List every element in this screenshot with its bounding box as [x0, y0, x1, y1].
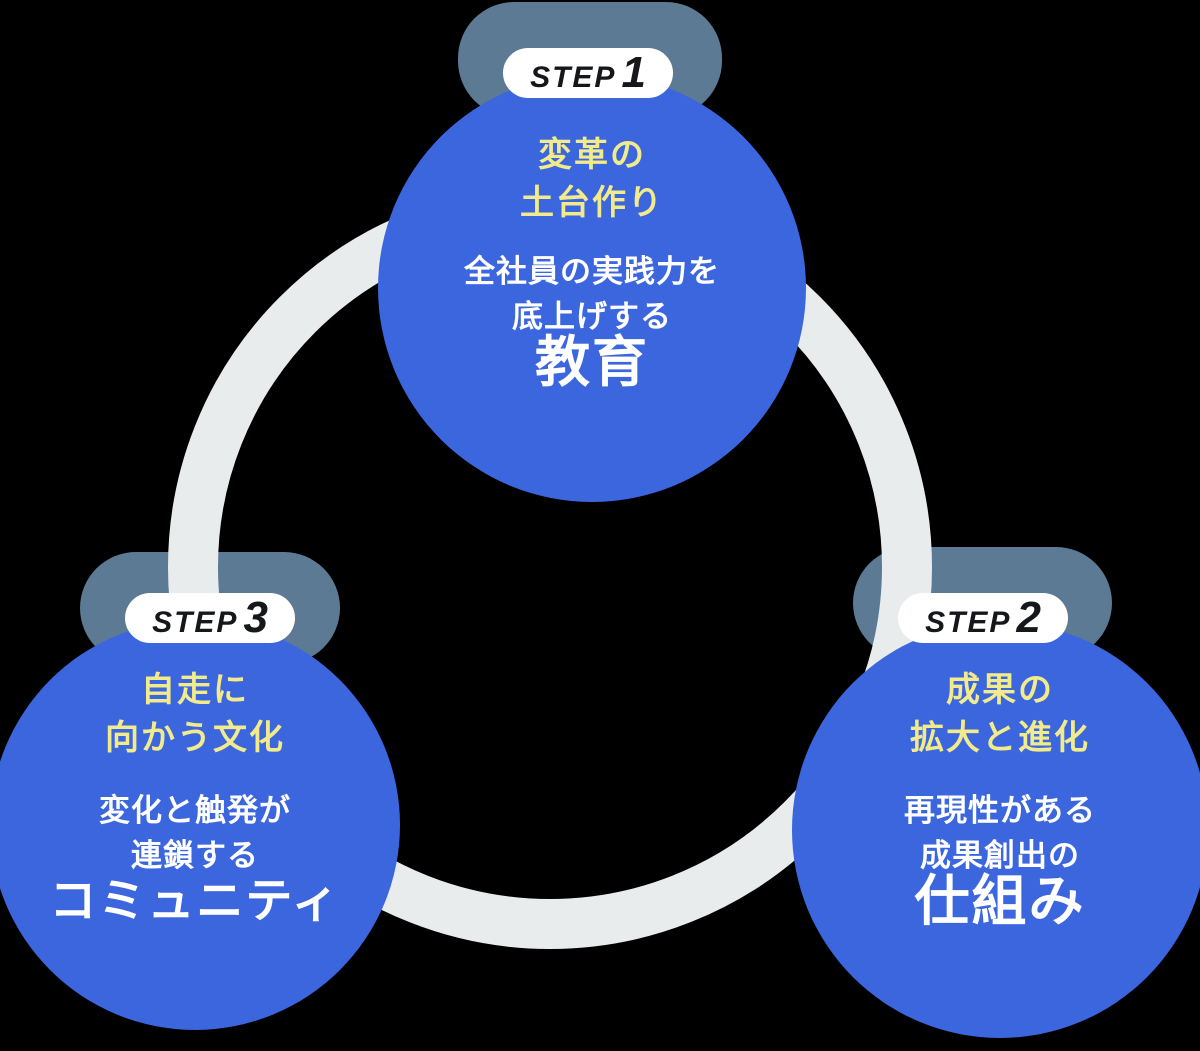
step2-badge: STEP 2: [898, 593, 1068, 643]
step-badge-word: STEP: [925, 606, 1012, 639]
step-badge-number: 2: [1016, 593, 1041, 642]
step3-badge: STEP 3: [125, 593, 295, 643]
step1-keyword: 教育: [534, 331, 649, 393]
step-badge-word: STEP: [152, 606, 239, 639]
step3-description: 変化と触発が 連鎖する: [99, 788, 291, 878]
heading-line: 拡大と進化: [910, 719, 1090, 757]
step2-keyword: 仕組み: [914, 870, 1086, 932]
step3-keyword: コミュニティ: [49, 874, 341, 927]
body-line: 底上げする: [512, 299, 672, 334]
step3-heading: 自走に 向かう文化: [105, 666, 285, 762]
heading-line: 向かう文化: [105, 719, 285, 757]
heading-line: 成果の: [946, 671, 1054, 709]
step-badge-number: 3: [243, 593, 268, 642]
body-line: 再現性がある: [904, 793, 1096, 828]
body-line: 連鎖する: [131, 838, 259, 873]
step2-heading: 成果の 拡大と進化: [910, 666, 1090, 762]
body-line: 成果創出の: [920, 838, 1080, 873]
step2-circle: 成果の 拡大と進化 再現性がある 成果創出の 仕組み: [792, 622, 1200, 1038]
step1-heading: 変革の 土台作り: [520, 131, 664, 227]
step1-description: 全社員の実践力を 底上げする: [464, 249, 720, 339]
body-line: 変化と触発が: [99, 793, 291, 828]
heading-line: 自走に: [141, 671, 249, 709]
heading-line: 変革の: [538, 136, 646, 174]
step-badge-word: STEP: [530, 61, 617, 94]
step1-badge: STEP 1: [503, 48, 673, 98]
body-line: 全社員の実践力を: [464, 254, 720, 289]
heading-line: 土台作り: [520, 184, 664, 222]
step3-circle: 自走に 向かう文化 変化と触発が 連鎖する コミュニティ: [0, 620, 400, 1030]
step-badge-number: 1: [621, 48, 646, 97]
step2-description: 再現性がある 成果創出の: [904, 788, 1096, 878]
step1-circle: 変革の 土台作り 全社員の実践力を 底上げする 教育: [378, 74, 806, 502]
